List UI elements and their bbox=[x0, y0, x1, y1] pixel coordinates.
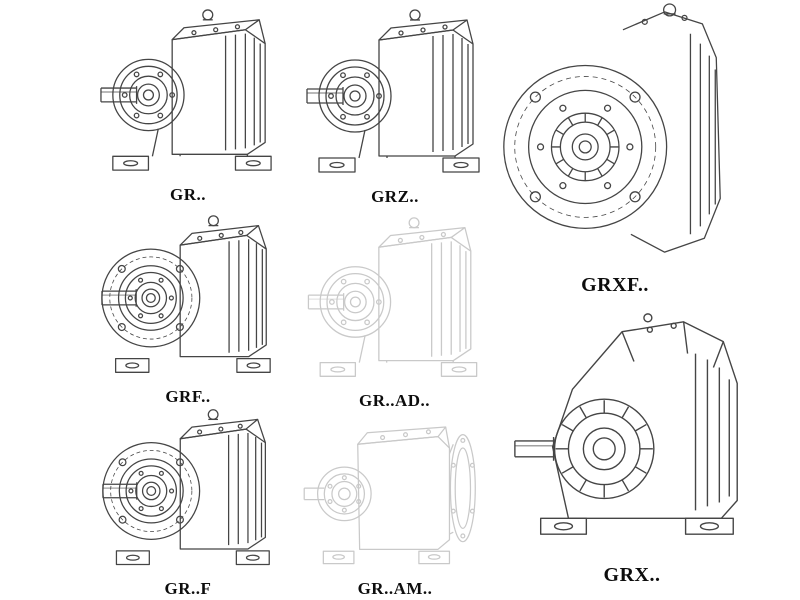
figure-gr-ad: GR..AD.. bbox=[292, 212, 497, 412]
motor-adapter-gear-unit-ghost-drawing bbox=[290, 406, 500, 578]
figure-grxf: GRXF.. bbox=[495, 0, 735, 296]
foot-mounted-gear-unit-drawing bbox=[295, 4, 495, 186]
figure-gr-am: GR..AM.. bbox=[290, 406, 500, 600]
figure-grf: GRF.. bbox=[88, 208, 288, 408]
model-label-gr-f: GR..F bbox=[164, 579, 212, 598]
flange-front-gear-unit-drawing bbox=[495, 0, 735, 274]
model-label-grz: GRZ.. bbox=[371, 187, 419, 206]
figure-grx: GRX.. bbox=[498, 298, 766, 586]
foot-mounted-gear-unit-drawing bbox=[88, 4, 288, 184]
model-label-grx: GRX.. bbox=[603, 564, 661, 586]
figure-grz: GRZ.. bbox=[295, 4, 495, 208]
figure-gr-f: GR..F bbox=[88, 402, 288, 600]
model-label-gr-am: GR..AM.. bbox=[357, 579, 433, 598]
figure-gr: GR.. bbox=[88, 4, 288, 206]
model-label-gr: GR.. bbox=[170, 185, 206, 204]
flange-mounted-gear-unit-drawing bbox=[88, 208, 288, 386]
model-label-gr-ad: GR..AD.. bbox=[358, 391, 431, 410]
large-gear-unit-drawing bbox=[498, 298, 766, 564]
model-label-grf: GRF.. bbox=[165, 387, 211, 406]
model-label-grxf: GRXF.. bbox=[581, 274, 649, 296]
flange-mounted-gear-unit-drawing bbox=[88, 402, 288, 578]
adapter-gear-unit-ghost-drawing bbox=[292, 212, 497, 390]
